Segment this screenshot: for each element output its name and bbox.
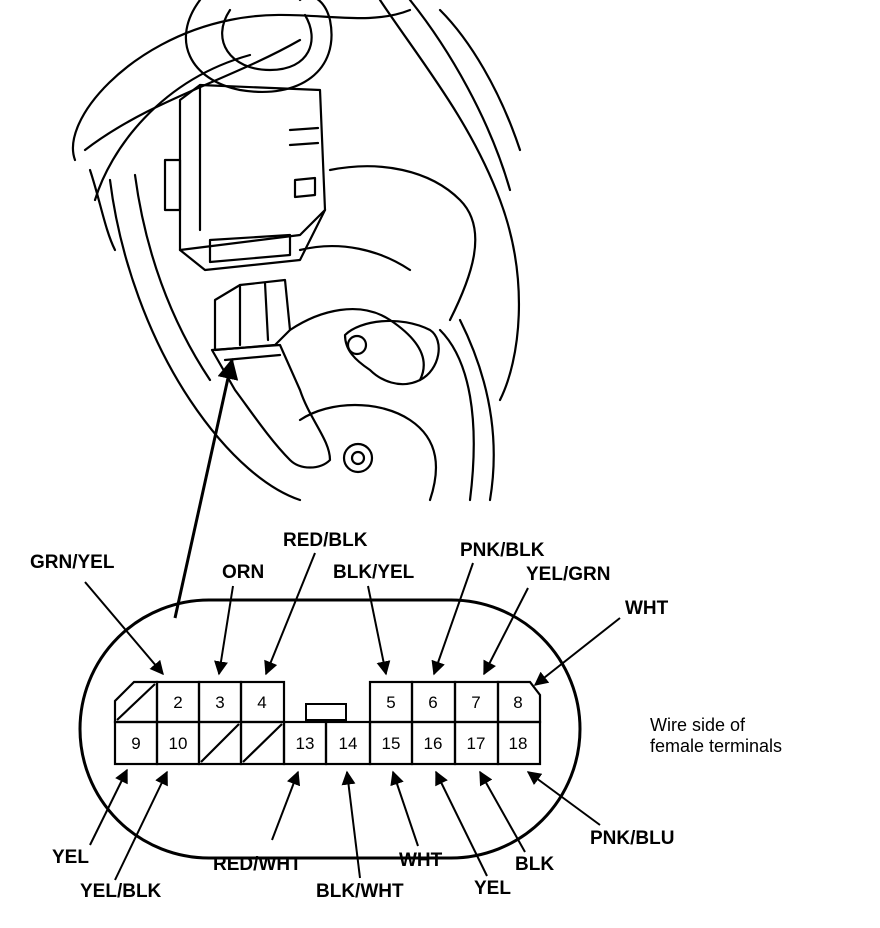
wire-label-terminal-4: RED/BLK [283, 530, 368, 551]
caption-line-1: Wire side of [650, 715, 746, 735]
terminal-8 [496, 680, 542, 724]
terminal-number: 14 [339, 734, 358, 753]
wire-label-terminal-7: YEL/GRN [526, 564, 610, 585]
terminal-number: 2 [173, 693, 182, 712]
terminal-18 [496, 720, 542, 766]
wire-label-terminal-9: YEL [52, 847, 89, 868]
terminal-number: 3 [215, 693, 224, 712]
wire-label-terminal-18: PNK/BLU [590, 828, 674, 849]
connector-face: 2 3 4 5 6 7 8 9 10 13 14 15 16 17 18 [78, 598, 582, 860]
terminal-number: 17 [467, 734, 486, 753]
connector-latch [305, 703, 347, 721]
connector-outline [78, 598, 582, 860]
terminal-number: 5 [386, 693, 395, 712]
wire-label-terminal-10: YEL/BLK [80, 881, 162, 902]
wire-label-terminal-17: BLK [515, 854, 554, 875]
wire-label-terminal-5: BLK/YEL [333, 562, 415, 583]
terminal-number: 4 [257, 693, 266, 712]
wire-label-terminal-1: GRN/YEL [30, 552, 115, 573]
vehicle-illustration [72, 0, 522, 502]
terminal-number: 7 [471, 693, 480, 712]
wire-label-terminal-16: YEL [474, 878, 511, 899]
wire-label-terminal-8: WHT [625, 598, 669, 619]
wire-label-terminal-15: WHT [399, 850, 443, 871]
wire-label-terminal-13: RED/WHT [213, 854, 302, 875]
terminal-number: 9 [131, 734, 140, 753]
terminal-number: 8 [513, 693, 522, 712]
leader-arrows [84, 552, 621, 881]
terminal-number: 18 [509, 734, 528, 753]
wire-label-terminal-14: BLK/WHT [316, 881, 404, 902]
terminal-number: 13 [296, 734, 315, 753]
wire-label-terminal-3: ORN [222, 562, 264, 583]
terminal-number: 15 [382, 734, 401, 753]
plug-pointer-arrow [173, 357, 239, 619]
wire-label-terminal-6: PNK/BLK [460, 540, 545, 561]
terminal-number: 16 [424, 734, 443, 753]
terminal-number: 10 [169, 734, 188, 753]
caption-line-2: female terminals [650, 736, 782, 756]
terminal-number: 6 [428, 693, 437, 712]
